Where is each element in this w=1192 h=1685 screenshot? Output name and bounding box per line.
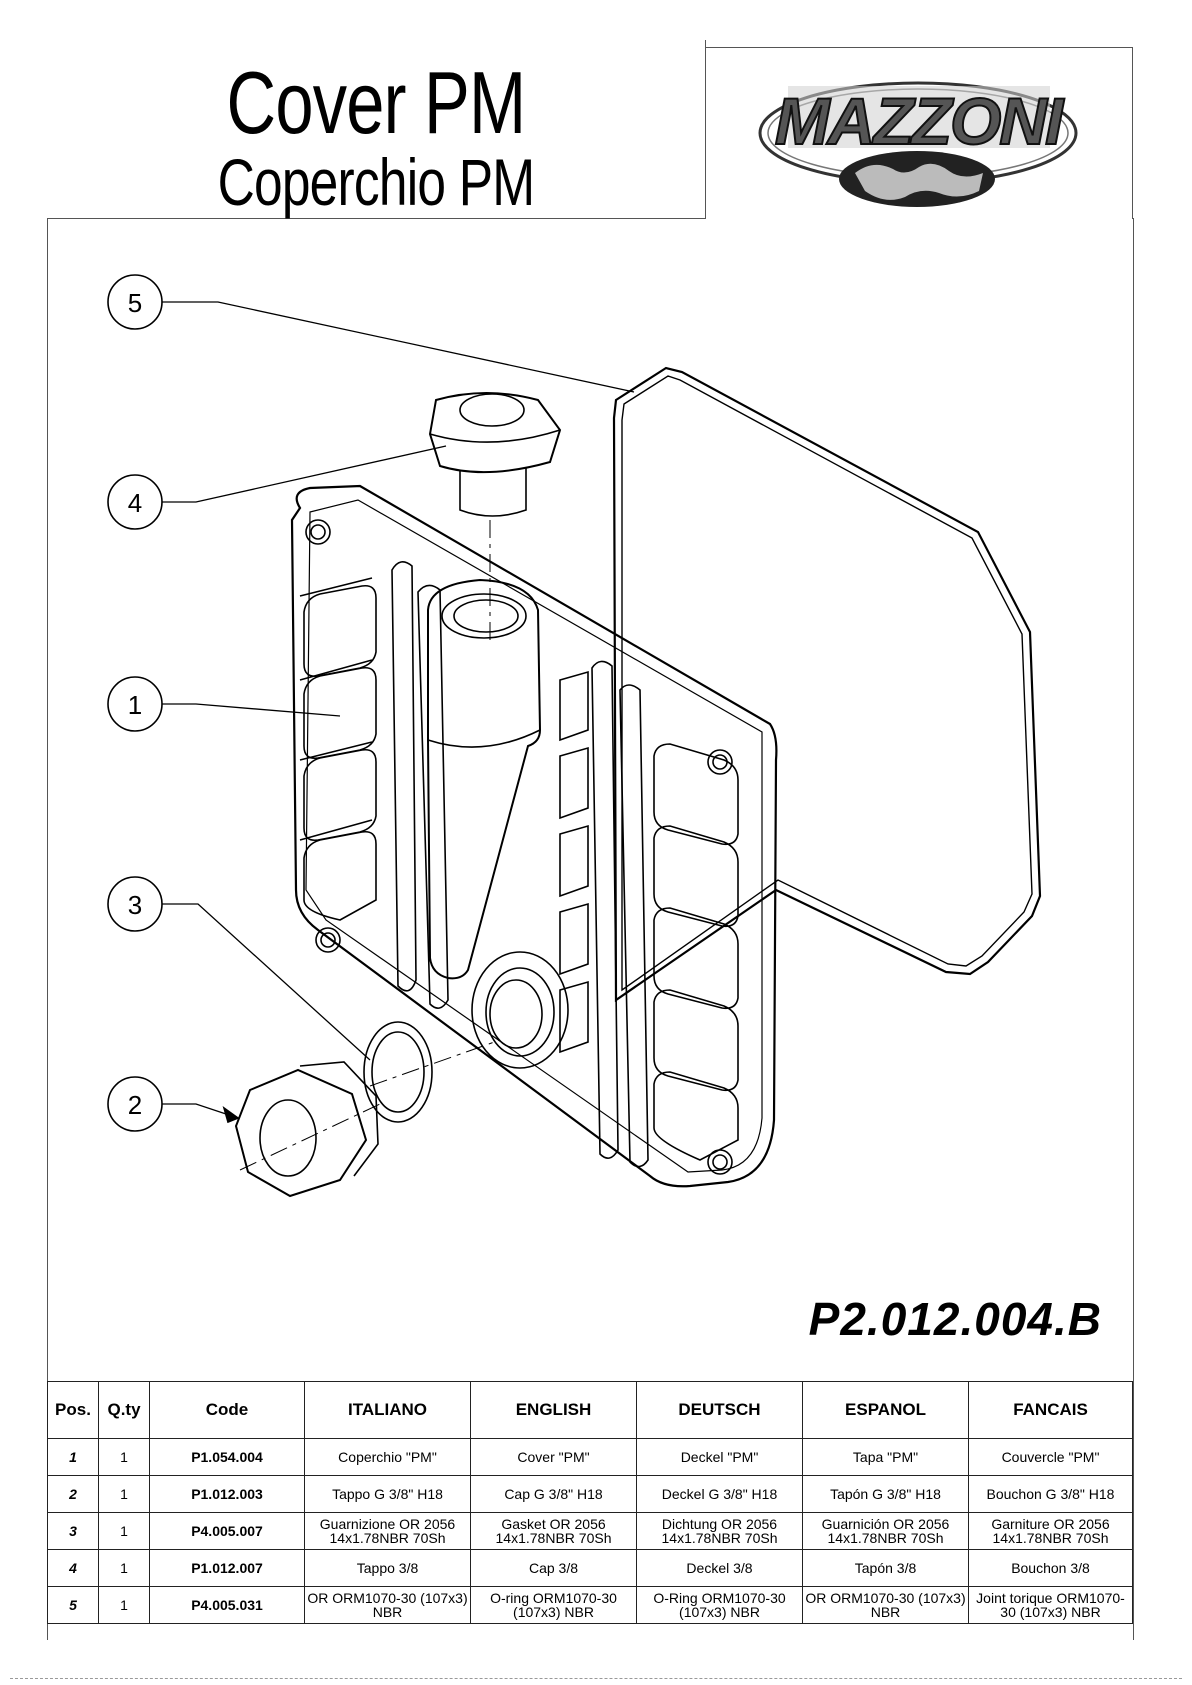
cell-italiano: Guarnizione OR 2056 14x1.78NBR 70Sh xyxy=(304,1512,471,1550)
cell-pos: 1 xyxy=(47,1438,99,1476)
table-row: 3 1 P4.005.007 Guarnizione OR 2056 14x1.… xyxy=(47,1512,1133,1550)
title-italian: Coperchio PM xyxy=(217,145,536,219)
cell-code: P1.012.003 xyxy=(149,1475,305,1513)
cell-francais: Bouchon G 3/8" H18 xyxy=(968,1475,1133,1513)
cell-pos: 2 xyxy=(47,1475,99,1513)
callout-label: 1 xyxy=(128,690,142,720)
gasket-part-3 xyxy=(363,1021,433,1123)
col-header-qty: Q.ty xyxy=(98,1381,150,1439)
cell-english: Cap G 3/8" H18 xyxy=(470,1475,637,1513)
title-english: Cover PM xyxy=(226,53,527,152)
col-header-deutsch: DEUTSCH xyxy=(636,1381,803,1439)
cell-english: Gasket OR 2056 14x1.78NBR 70Sh xyxy=(470,1512,637,1550)
plug-part-2 xyxy=(234,1061,379,1198)
col-header-italiano: ITALIANO xyxy=(304,1381,471,1439)
callout-1: 1 xyxy=(107,676,163,732)
parts-table: Pos. Q.ty Code ITALIANO ENGLISH DEUTSCH … xyxy=(47,1381,1133,1624)
title-block: Cover PM Coperchio PM xyxy=(47,40,706,219)
cell-deutsch: Deckel G 3/8" H18 xyxy=(636,1475,803,1513)
cell-english: Cap 3/8 xyxy=(470,1549,637,1587)
cell-francais: Garniture OR 2056 14x1.78NBR 70Sh xyxy=(968,1512,1133,1550)
cell-deutsch: Deckel 3/8 xyxy=(636,1549,803,1587)
cell-francais: Joint torique ORM1070-30 (107x3) NBR xyxy=(968,1586,1133,1624)
cell-deutsch: Dichtung OR 2056 14x1.78NBR 70Sh xyxy=(636,1512,803,1550)
cell-francais: Couvercle "PM" xyxy=(968,1438,1133,1476)
cell-code: P1.054.004 xyxy=(149,1438,305,1476)
cell-deutsch: Deckel "PM" xyxy=(636,1438,803,1476)
cell-italiano: Coperchio "PM" xyxy=(304,1438,471,1476)
callout-label: 5 xyxy=(128,288,142,318)
logo-block: MAZZONI xyxy=(705,47,1133,219)
drawing-code: P2.012.004.B xyxy=(808,1293,1102,1345)
callout-4: 4 xyxy=(107,474,163,530)
col-header-code: Code xyxy=(149,1381,305,1439)
cell-italiano: Tappo G 3/8" H18 xyxy=(304,1475,471,1513)
cell-espanol: Tapón G 3/8" H18 xyxy=(802,1475,969,1513)
cover-plate-part xyxy=(290,484,778,1188)
cell-italiano: OR ORM1070-30 (107x3) NBR xyxy=(304,1586,471,1624)
cell-francais: Bouchon 3/8 xyxy=(968,1549,1133,1587)
col-header-espanol: ESPANOL xyxy=(802,1381,969,1439)
col-header-francais: FANCAIS xyxy=(968,1381,1133,1439)
cell-deutsch: O-Ring ORM1070-30 (107x3) NBR xyxy=(636,1586,803,1624)
callout-label: 3 xyxy=(128,890,142,920)
cell-english: Cover "PM" xyxy=(470,1438,637,1476)
cell-code: P4.005.031 xyxy=(149,1586,305,1624)
cell-english: O-ring ORM1070-30 (107x3) NBR xyxy=(470,1586,637,1624)
page-bottom-border xyxy=(10,1678,1182,1679)
o-ring-gasket-part xyxy=(612,366,1042,1003)
cell-qty: 1 xyxy=(98,1549,150,1587)
callout-label: 2 xyxy=(128,1090,142,1120)
cell-pos: 5 xyxy=(47,1586,99,1624)
cell-qty: 1 xyxy=(98,1586,150,1624)
cell-code: P1.012.007 xyxy=(149,1549,305,1587)
table-row: 4 1 P1.012.007 Tappo 3/8 Cap 3/8 Deckel … xyxy=(47,1549,1133,1587)
globe-logo-icon: MAZZONI xyxy=(758,81,1078,207)
cell-qty: 1 xyxy=(98,1512,150,1550)
cell-espanol: Tapón 3/8 xyxy=(802,1549,969,1587)
cell-pos: 3 xyxy=(47,1512,99,1550)
cell-espanol: Guarnición OR 2056 14x1.78NBR 70Sh xyxy=(802,1512,969,1550)
logo-text: MAZZONI xyxy=(775,84,1065,158)
col-header-english: ENGLISH xyxy=(470,1381,637,1439)
cell-qty: 1 xyxy=(98,1438,150,1476)
callout-3: 3 xyxy=(107,876,163,932)
col-header-pos: Pos. xyxy=(47,1381,99,1439)
plug-part-4 xyxy=(428,392,562,517)
cell-pos: 4 xyxy=(47,1549,99,1587)
cell-qty: 1 xyxy=(98,1475,150,1513)
callout-5: 5 xyxy=(107,274,163,330)
cell-espanol: OR ORM1070-30 (107x3) NBR xyxy=(802,1586,969,1624)
exploded-view-drawing: 5 4 1 3 2 xyxy=(107,274,1042,1198)
table-row: 1 1 P1.054.004 Coperchio "PM" Cover "PM"… xyxy=(47,1438,1133,1476)
cell-italiano: Tappo 3/8 xyxy=(304,1549,471,1587)
callout-2: 2 xyxy=(107,1076,163,1132)
cell-espanol: Tapa "PM" xyxy=(802,1438,969,1476)
drawing-frame xyxy=(47,218,1134,1640)
table-row: 5 1 P4.005.031 OR ORM1070-30 (107x3) NBR… xyxy=(47,1586,1133,1624)
table-header-row: Pos. Q.ty Code ITALIANO ENGLISH DEUTSCH … xyxy=(47,1381,1133,1439)
table-row: 2 1 P1.012.003 Tappo G 3/8" H18 Cap G 3/… xyxy=(47,1475,1133,1513)
callout-label: 4 xyxy=(128,488,142,518)
cell-code: P4.005.007 xyxy=(149,1512,305,1550)
